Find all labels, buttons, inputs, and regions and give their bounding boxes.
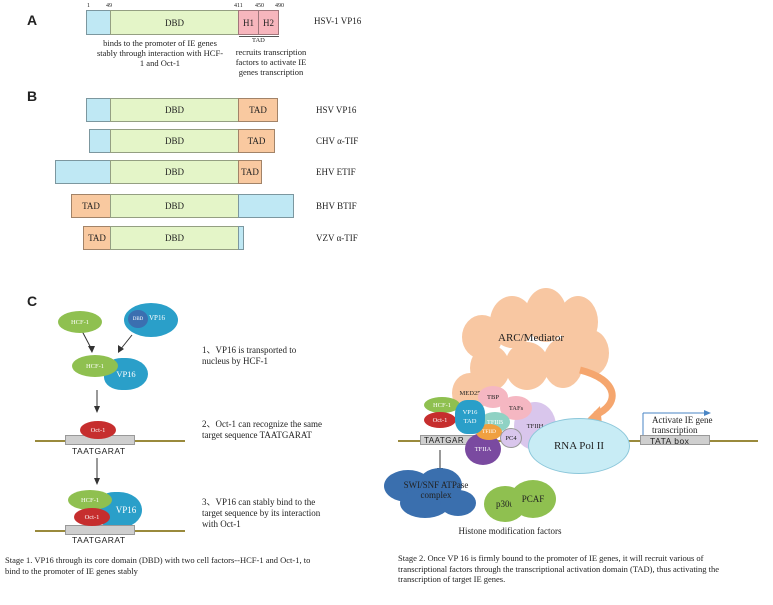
mediator-lobe-6 (505, 342, 549, 390)
mediator-lobe-8 (573, 330, 609, 376)
vp16-free-label: VP16 (149, 314, 165, 322)
pos-450: 450 (255, 3, 264, 9)
pcaf: PCAF (510, 480, 556, 518)
vp16-dbd-segment: DBD (128, 310, 148, 328)
hcf1-stage2: HCF-1 (424, 397, 460, 413)
hsv-name: HSV VP16 (316, 105, 357, 115)
hcf1-free: HCF-1 (58, 311, 102, 333)
target-site-2 (65, 525, 135, 535)
oct1-binding: Oct-1 (80, 421, 116, 439)
chv-tad: TAD (238, 129, 275, 153)
ehv-nterm (55, 160, 111, 184)
bhv-tad: TAD (71, 194, 111, 218)
promoter-site-label: TAATGAR (424, 436, 465, 445)
ehv-tad: TAD (238, 160, 262, 184)
tad-function-note: recruits transcription factors to activa… (235, 47, 307, 77)
vzv-name: VZV α-TIF (316, 233, 358, 243)
target-site-2-label: TAATGARAT (72, 535, 126, 545)
swisnf-label: SWI/SNF ATPase complex (403, 480, 469, 500)
ehv-name: EHV ETIF (316, 167, 356, 177)
bhv-name: BHV BTIF (316, 201, 357, 211)
tbp: TBP (478, 386, 508, 408)
hsv-tad: TAD (238, 98, 278, 122)
stage1-arrows (81, 330, 133, 485)
tad-bracket (239, 36, 279, 37)
pos-1: 1 (87, 3, 90, 9)
pc4: PC4 (500, 428, 522, 448)
target-site-1-label: TAATGARAT (72, 446, 126, 456)
histone-label: Histone modification factors (458, 526, 562, 536)
bhv-cterm (238, 194, 294, 218)
hcf1-bound: HCF-1 (68, 490, 112, 510)
chv-name: CHV α-TIF (316, 136, 359, 146)
vzv-cterm (238, 226, 244, 250)
mediator-label: ARC/Mediator (498, 332, 564, 344)
pos-49: 49 (106, 3, 112, 9)
pos-490: 490 (275, 3, 284, 9)
swisnf-lobe-4 (440, 490, 476, 516)
stage2-caption: Stage 2. Once VP 16 is firmly bound to t… (398, 553, 720, 584)
stage1-caption: Stage 1. VP16 through its core domain (D… (5, 555, 311, 576)
activate-text: Activate IE gene transcription (652, 415, 713, 435)
tata-box-label: TATA box (650, 436, 690, 446)
oct1-bound: Oct-1 (74, 508, 110, 526)
rna-pol-ii: RNA Pol II (528, 418, 630, 474)
dbd-function-note: binds to the promoter of IE genes stably… (96, 38, 224, 68)
chv-dbd: DBD (110, 129, 239, 153)
panel-a-protein-name: HSV-1 VP16 (314, 16, 362, 26)
vzv-dbd: DBD (110, 226, 239, 250)
vp16-dbd-domain: DBD (110, 10, 239, 35)
tata-box (640, 435, 710, 445)
bhv-dbd: DBD (110, 194, 239, 218)
panel-a-label: A (27, 12, 38, 28)
tad-bracket-label: TAD (252, 37, 265, 44)
h2-domain: H2 (258, 10, 279, 35)
step-3-text: 3、VP16 can stably bind to the target seq… (202, 497, 321, 529)
oct1-stage2: Oct-1 (424, 412, 456, 428)
step-1-text: 1、VP16 is transported to nucleus by HCF-… (202, 345, 297, 366)
pos-411: 411 (234, 3, 243, 9)
step-2-text: 2、Oct-1 can recognize the same target se… (202, 419, 322, 440)
activate-arrow (642, 410, 711, 435)
vp16-tad-stage2: VP16 TAD (455, 400, 485, 434)
panel-b-label: B (27, 88, 38, 104)
panel-c-label: C (27, 293, 38, 309)
ehv-dbd: DBD (110, 160, 239, 184)
hcf1-complex: HCF-1 (72, 355, 118, 377)
